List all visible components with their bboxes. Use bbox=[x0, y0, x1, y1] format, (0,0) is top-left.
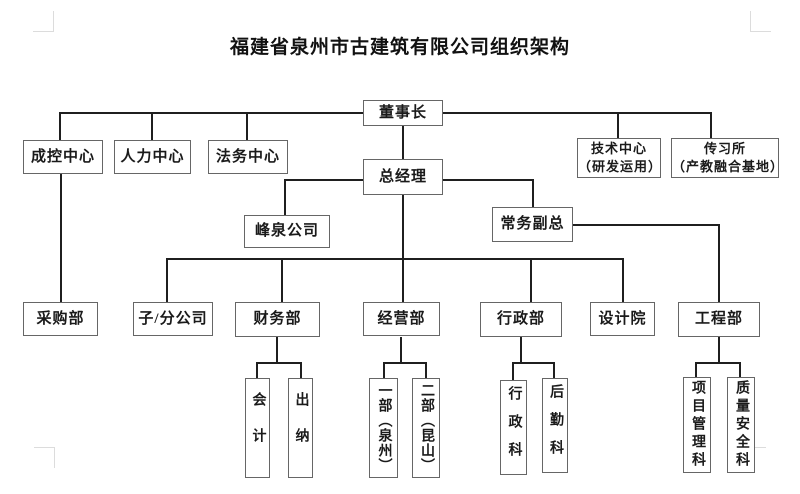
connector-line bbox=[512, 362, 555, 364]
connector-line bbox=[276, 337, 278, 364]
connector-line bbox=[443, 179, 533, 181]
node-heritage-institute: 传习所 （产教融合基地） bbox=[671, 138, 783, 178]
page-corner-mark bbox=[750, 11, 771, 32]
connector-line bbox=[402, 258, 404, 302]
node-tech-center: 技术中心 （研发运用） bbox=[577, 138, 661, 178]
node-design-institute: 设计院 bbox=[590, 302, 655, 336]
page-corner-mark bbox=[34, 447, 55, 468]
connector-line bbox=[530, 258, 532, 302]
connector-line bbox=[400, 337, 402, 364]
connector-line bbox=[425, 362, 427, 378]
connector-line bbox=[520, 337, 522, 364]
connector-line bbox=[285, 179, 363, 181]
connector-line bbox=[151, 112, 153, 140]
node-accounting: 会计 bbox=[245, 378, 270, 478]
connector-line bbox=[60, 174, 62, 302]
connector-line bbox=[739, 362, 741, 377]
node-subsidiaries: 子/分公司 bbox=[133, 302, 213, 336]
node-finance-dept: 财务部 bbox=[235, 302, 320, 337]
node-fengquan-company: 峰泉公司 bbox=[244, 215, 330, 248]
connector-line bbox=[718, 224, 720, 302]
node-cashier: 出纳 bbox=[288, 378, 313, 478]
connector-line bbox=[383, 362, 385, 378]
connector-line bbox=[402, 195, 404, 259]
node-project-mgmt-section: 项目管理科 bbox=[683, 377, 711, 473]
connector-line bbox=[718, 337, 720, 364]
node-chairman: 董事长 bbox=[363, 100, 443, 126]
node-hr-center: 人力中心 bbox=[114, 140, 191, 174]
connector-line bbox=[553, 362, 555, 378]
connector-line bbox=[246, 112, 248, 140]
connector-line bbox=[256, 362, 302, 364]
node-legal-center: 法务中心 bbox=[208, 140, 288, 174]
node-logistics-section: 后勤科 bbox=[542, 378, 568, 473]
node-cost-control-center: 成控中心 bbox=[23, 140, 103, 174]
connector-line bbox=[512, 362, 514, 380]
node-purchasing-dept: 采购部 bbox=[23, 302, 98, 336]
node-dept2-kunshan: 二部（昆山） bbox=[412, 378, 440, 478]
node-dept1-quanzhou: 一部（泉州） bbox=[369, 378, 398, 478]
connector-line bbox=[59, 112, 61, 140]
connector-line bbox=[256, 362, 258, 378]
connector-line bbox=[443, 112, 712, 114]
connector-line bbox=[695, 362, 697, 377]
connector-line bbox=[532, 179, 534, 207]
connector-line bbox=[617, 112, 619, 138]
connector-line bbox=[710, 112, 712, 138]
connector-line bbox=[166, 258, 168, 302]
connector-line bbox=[402, 126, 404, 159]
node-admin-section: 行政科 bbox=[500, 380, 527, 475]
connector-line bbox=[695, 362, 741, 364]
connector-line bbox=[383, 362, 427, 364]
node-admin-dept: 行政部 bbox=[480, 302, 562, 337]
node-operations-dept: 经营部 bbox=[363, 302, 440, 336]
page-title: 福建省泉州市古建筑有限公司组织架构 bbox=[229, 37, 570, 58]
connector-line bbox=[60, 112, 363, 114]
connector-line bbox=[300, 362, 302, 378]
connector-line bbox=[281, 258, 283, 302]
connector-line bbox=[622, 258, 624, 302]
connector-line bbox=[284, 179, 286, 215]
page-corner-mark bbox=[33, 11, 54, 32]
node-executive-vp: 常务副总 bbox=[492, 207, 573, 242]
node-engineering-dept: 工程部 bbox=[678, 302, 760, 337]
node-general-manager: 总经理 bbox=[363, 159, 443, 195]
connector-line bbox=[573, 224, 720, 226]
node-quality-safety-section: 质量安全科 bbox=[727, 377, 755, 473]
connector-line bbox=[167, 258, 624, 260]
